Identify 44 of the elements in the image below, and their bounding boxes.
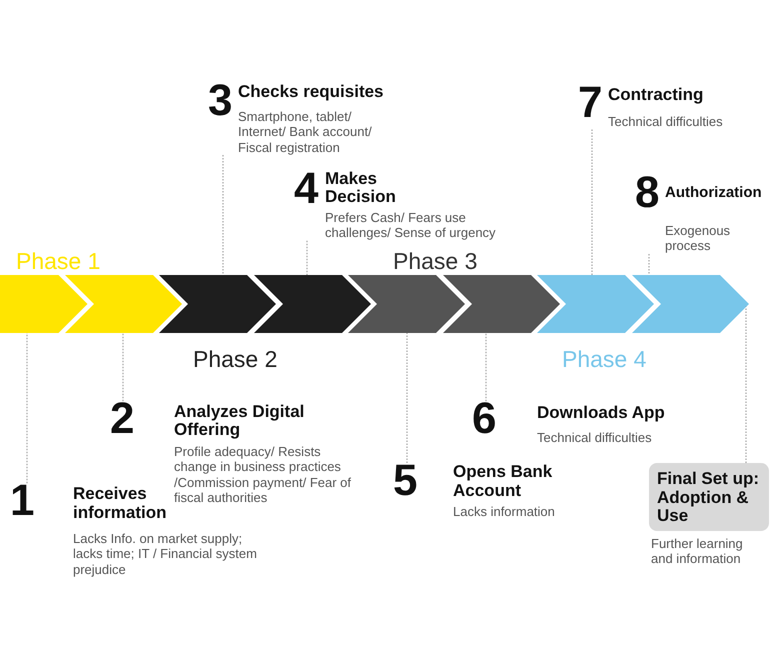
step-description: Smartphone, tablet/ Internet/ Bank account/ Fiscal registration (238, 108, 373, 155)
highlighted-title: Final Set up: Adoption & Use (649, 463, 769, 530)
leader-line (122, 332, 124, 402)
step-title: Downloads App (537, 404, 665, 422)
step-description: Technical difficulties (608, 114, 723, 130)
step-title: Checks requisites (238, 83, 384, 102)
leader-line (406, 332, 408, 464)
phase-label: Phase 4 (562, 346, 646, 373)
phase-label: Phase 3 (393, 248, 478, 274)
chevron-segment (632, 275, 748, 333)
phase-label: Phase 1 (16, 248, 100, 274)
chevron-segment (0, 275, 88, 333)
step-number: 8 (635, 175, 660, 212)
chevron-segment (64, 275, 182, 333)
leader-line (306, 240, 308, 276)
step-description: Prefers Cash/ Fears use challenges/ Sense of urgency (325, 210, 497, 241)
step-description: Exogenous process (665, 222, 732, 254)
step-title: Analyzes Digital Offering (174, 402, 306, 440)
step-number: 4 (294, 171, 318, 208)
step-number: 1 (10, 483, 34, 520)
step-description: Profile adequacy/ Resists change in business practices /Commission payment/ Fear of fiscal authorities (174, 444, 352, 506)
chevron-segment (159, 275, 276, 333)
leader-line (26, 332, 28, 484)
step-description: Technical difficulties (537, 430, 652, 446)
step-title: Receives information (73, 485, 168, 522)
step-number: 6 (472, 401, 496, 438)
chevron-segment (442, 275, 560, 333)
step-number: 2 (110, 401, 134, 438)
step-title: Authorization (665, 184, 762, 201)
step-number: 7 (578, 85, 602, 122)
leader-line (222, 154, 224, 276)
step-title: Opens Bank Account (453, 463, 554, 500)
step-description: Further learning and information (651, 536, 744, 566)
step-number: 5 (393, 463, 418, 500)
step-number: 3 (208, 83, 232, 120)
step-title: Makes Decision (325, 170, 397, 207)
chevron-segment (537, 275, 654, 333)
step-title: Contracting (608, 86, 704, 104)
chevron-segment (348, 275, 465, 333)
step-description: Lacks information (453, 504, 555, 520)
chevron-segment (254, 275, 370, 333)
phase-label: Phase 2 (193, 346, 278, 373)
leader-line (648, 253, 650, 276)
step-description: Lacks Info. on market supply; lacks time; IT / Financial system prejudice (73, 530, 258, 578)
